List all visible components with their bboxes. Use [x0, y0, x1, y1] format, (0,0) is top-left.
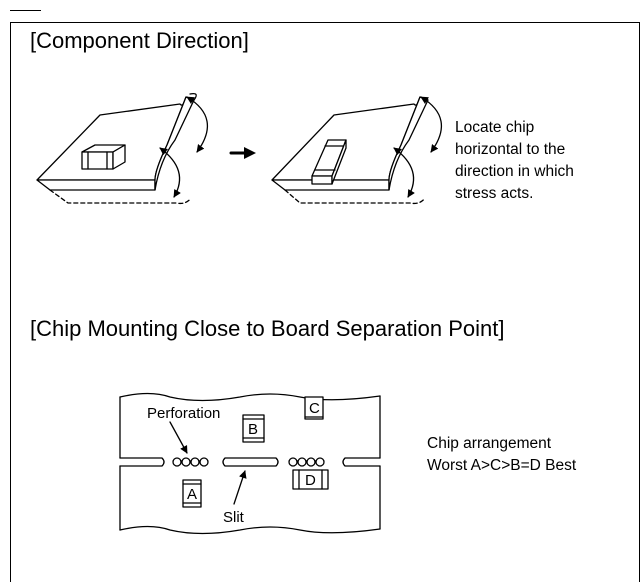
bent-board-right — [271, 96, 429, 205]
arrangement-line-1: Chip arrangement — [427, 435, 552, 452]
chip-a — [182, 479, 202, 508]
chip-vertical-right — [311, 139, 347, 185]
chip-b — [242, 414, 265, 443]
chip-c — [304, 396, 324, 420]
chip-d — [292, 469, 329, 490]
content-frame — [10, 22, 640, 582]
header-tab-line — [10, 10, 41, 11]
note-line-2: horizontal to the — [455, 141, 566, 158]
slit-leader — [233, 470, 247, 505]
stress-arrow-left — [159, 96, 209, 198]
component-direction-note: Locate chip horizontal to the direction … — [455, 117, 574, 205]
chip-c-label: C — [309, 400, 320, 417]
note-line-3: direction in which — [455, 163, 574, 180]
note-line-1: Locate chip — [455, 119, 535, 136]
chip-arrangement-note: Chip arrangement Worst A>C>B=D Best — [427, 433, 576, 477]
perforation-holes-left — [172, 457, 209, 467]
stress-arrow-right — [393, 96, 443, 198]
chip-d-label: D — [305, 472, 316, 489]
perforation-leader — [169, 421, 188, 454]
perforation-holes-right — [288, 457, 325, 467]
component-direction-heading: [Component Direction] — [30, 28, 249, 53]
perforation-label: Perforation — [147, 405, 220, 422]
chip-mounting-heading: [Chip Mounting Close to Board Separation… — [30, 316, 505, 341]
transition-arrow-icon — [229, 147, 256, 159]
chip-b-label: B — [248, 421, 258, 438]
bent-board-left — [36, 92, 197, 205]
note-line-4: stress acts. — [455, 185, 534, 202]
chip-horizontal-left — [81, 144, 126, 170]
chip-a-label: A — [187, 486, 197, 503]
arrangement-line-2: Worst A>C>B=D Best — [427, 457, 577, 474]
slit-shape — [222, 457, 279, 467]
slit-label: Slit — [223, 509, 245, 526]
